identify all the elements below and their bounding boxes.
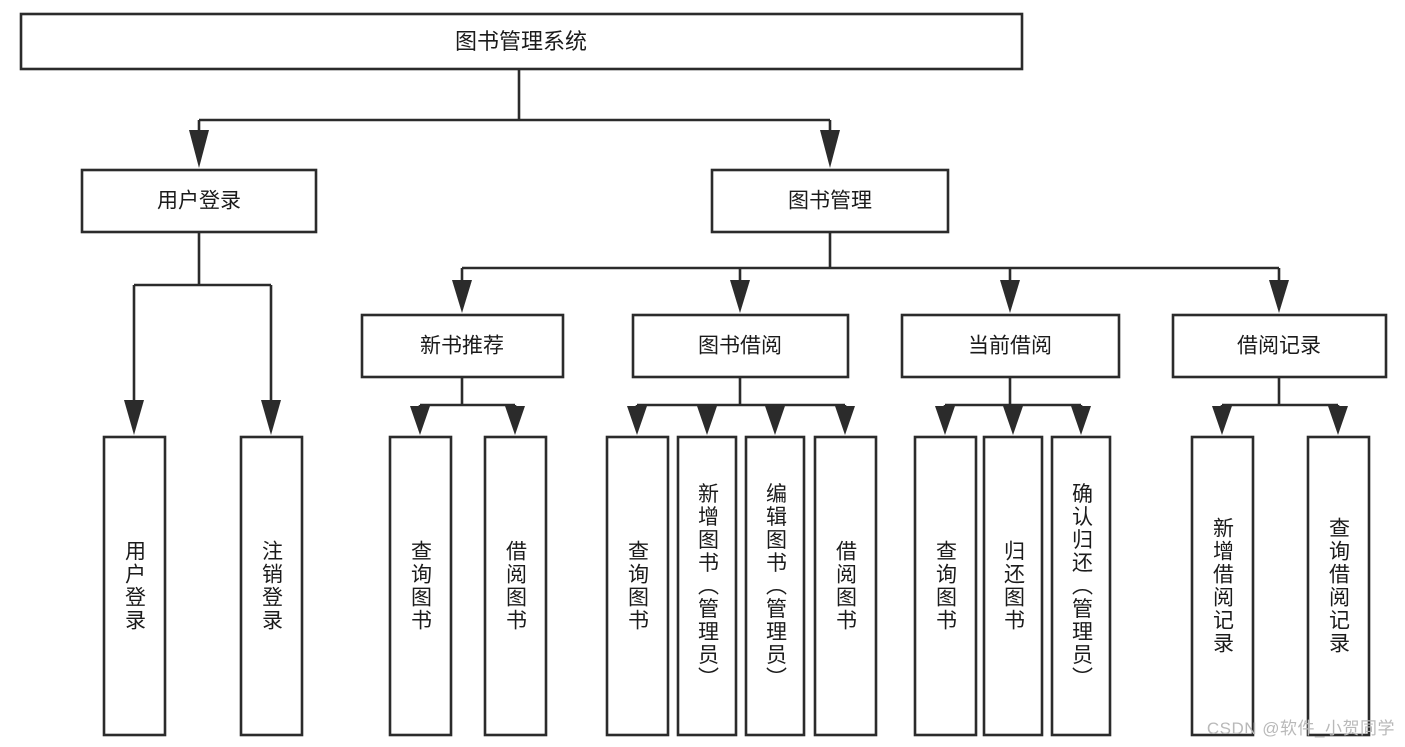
edge-group-new-book-rec bbox=[410, 377, 525, 435]
node-leaf-query-book-2-label: 查询图书 bbox=[626, 540, 650, 632]
arrow-book-borrow-leaf-4-icon bbox=[835, 406, 855, 435]
node-leaf-edit-book-label: 编辑图书（管理员） bbox=[764, 483, 788, 690]
node-leaf-query-book-2[interactable]: 查询图书 bbox=[605, 435, 670, 737]
node-leaf-borrow-book-1-box[interactable] bbox=[483, 435, 548, 737]
node-current-borrow[interactable]: 当前借阅 bbox=[900, 313, 1121, 379]
arrow-new-book-rec-leaf-2-icon bbox=[505, 406, 525, 435]
node-leaf-edit-book[interactable]: 编辑图书（管理员） bbox=[744, 435, 806, 737]
arrow-book-manage-to-book-borrow-icon bbox=[730, 280, 750, 313]
node-leaf-return-book[interactable]: 归还图书 bbox=[982, 435, 1044, 737]
node-leaf-add-book[interactable]: 新增图书（管理员） bbox=[676, 435, 738, 737]
arrow-borrow-record-leaf-2-icon bbox=[1328, 406, 1348, 435]
node-leaf-query-book-3-box[interactable] bbox=[913, 435, 978, 737]
node-leaf-logout-label: 注销登录 bbox=[260, 540, 284, 632]
node-leaf-add-record-box[interactable] bbox=[1190, 435, 1255, 737]
node-leaf-return-book-label: 归还图书 bbox=[1002, 540, 1026, 632]
node-leaf-user-login-label: 用户登录 bbox=[123, 540, 147, 632]
node-leaf-query-book-3[interactable]: 查询图书 bbox=[913, 435, 978, 737]
arrow-root-to-book-manage-icon bbox=[820, 130, 840, 168]
arrow-user-login-leaf-2-icon bbox=[261, 400, 281, 435]
node-leaf-logout[interactable]: 注销登录 bbox=[239, 435, 304, 737]
node-borrow-record-box[interactable] bbox=[1171, 313, 1388, 379]
node-user-login-label: 用户登录 bbox=[157, 190, 241, 213]
node-leaf-borrow-book-2[interactable]: 借阅图书 bbox=[813, 435, 878, 737]
node-book-borrow-label: 图书借阅 bbox=[698, 335, 782, 358]
node-current-borrow-label: 当前借阅 bbox=[968, 335, 1052, 358]
edge-group-borrow-record bbox=[1212, 377, 1348, 435]
arrow-book-borrow-leaf-1-icon bbox=[627, 406, 647, 435]
node-root-label: 图书管理系统 bbox=[455, 29, 587, 54]
node-book-manage-box[interactable] bbox=[710, 168, 950, 234]
arrow-book-manage-to-new-book-rec-icon bbox=[452, 280, 472, 313]
node-leaf-query-book-2-box[interactable] bbox=[605, 435, 670, 737]
node-root[interactable]: 图书管理系统 bbox=[19, 12, 1024, 71]
node-new-book-rec-label: 新书推荐 bbox=[420, 335, 504, 358]
arrow-current-borrow-leaf-1-icon bbox=[935, 406, 955, 435]
node-leaf-borrow-book-1[interactable]: 借阅图书 bbox=[483, 435, 548, 737]
edge-group-user-login bbox=[124, 232, 281, 435]
arrow-book-manage-to-current-borrow-icon bbox=[1000, 280, 1020, 313]
node-new-book-rec[interactable]: 新书推荐 bbox=[360, 313, 565, 379]
arrow-borrow-record-leaf-1-icon bbox=[1212, 406, 1232, 435]
node-leaf-query-record-label: 查询借阅记录 bbox=[1327, 517, 1351, 655]
node-root-box[interactable] bbox=[19, 12, 1024, 71]
node-leaf-user-login[interactable]: 用户登录 bbox=[102, 435, 167, 737]
node-leaf-return-book-box[interactable] bbox=[982, 435, 1044, 737]
node-book-borrow[interactable]: 图书借阅 bbox=[631, 313, 850, 379]
arrow-current-borrow-leaf-2-icon bbox=[1003, 406, 1023, 435]
arrow-current-borrow-leaf-3-icon bbox=[1071, 406, 1091, 435]
node-leaf-query-record[interactable]: 查询借阅记录 bbox=[1306, 435, 1371, 737]
edge-group-book-manage bbox=[452, 232, 1289, 313]
arrow-root-to-user-login-icon bbox=[189, 130, 209, 168]
arrow-new-book-rec-leaf-1-icon bbox=[410, 406, 430, 435]
node-leaf-confirm-return-label: 确认归还（管理员） bbox=[1070, 483, 1094, 690]
edge-group-current-borrow bbox=[935, 377, 1091, 435]
node-leaf-add-record[interactable]: 新增借阅记录 bbox=[1190, 435, 1255, 737]
node-book-manage-label: 图书管理 bbox=[788, 190, 872, 213]
arrow-book-borrow-leaf-3-icon bbox=[765, 406, 785, 435]
arrow-book-borrow-leaf-2-icon bbox=[697, 406, 717, 435]
node-leaf-add-book-label: 新增图书（管理员） bbox=[696, 483, 720, 690]
node-borrow-record-label: 借阅记录 bbox=[1237, 335, 1321, 358]
node-leaf-borrow-book-1-label: 借阅图书 bbox=[504, 540, 528, 632]
csdn-watermark: CSDN @软件_小贺同学 bbox=[1206, 719, 1395, 738]
node-new-book-rec-box[interactable] bbox=[360, 313, 565, 379]
node-leaf-logout-box[interactable] bbox=[239, 435, 304, 737]
node-leaf-borrow-book-2-box[interactable] bbox=[813, 435, 878, 737]
node-book-borrow-box[interactable] bbox=[631, 313, 850, 379]
node-borrow-record[interactable]: 借阅记录 bbox=[1171, 313, 1388, 379]
node-leaf-query-book-1-box[interactable] bbox=[388, 435, 453, 737]
arrow-user-login-leaf-1-icon bbox=[124, 400, 144, 435]
edge-group-root bbox=[189, 69, 840, 168]
node-leaf-borrow-book-2-label: 借阅图书 bbox=[834, 540, 858, 632]
node-book-manage[interactable]: 图书管理 bbox=[710, 168, 950, 234]
node-user-login-box[interactable] bbox=[80, 168, 318, 234]
node-user-login[interactable]: 用户登录 bbox=[80, 168, 318, 234]
node-leaf-query-record-box[interactable] bbox=[1306, 435, 1371, 737]
node-leaf-confirm-return[interactable]: 确认归还（管理员） bbox=[1050, 435, 1112, 737]
edge-group-book-borrow bbox=[627, 377, 855, 435]
node-leaf-add-record-label: 新增借阅记录 bbox=[1211, 517, 1235, 655]
node-leaf-confirm-return-box[interactable] bbox=[1050, 435, 1112, 737]
arrow-book-manage-to-borrow-record-icon bbox=[1269, 280, 1289, 313]
node-leaf-query-book-3-label: 查询图书 bbox=[934, 540, 958, 632]
node-leaf-query-book-1[interactable]: 查询图书 bbox=[388, 435, 453, 737]
node-leaf-user-login-box[interactable] bbox=[102, 435, 167, 737]
node-leaf-query-book-1-label: 查询图书 bbox=[409, 540, 433, 632]
node-current-borrow-box[interactable] bbox=[900, 313, 1121, 379]
node-leaf-add-book-box[interactable] bbox=[676, 435, 738, 737]
node-leaf-edit-book-box[interactable] bbox=[744, 435, 806, 737]
